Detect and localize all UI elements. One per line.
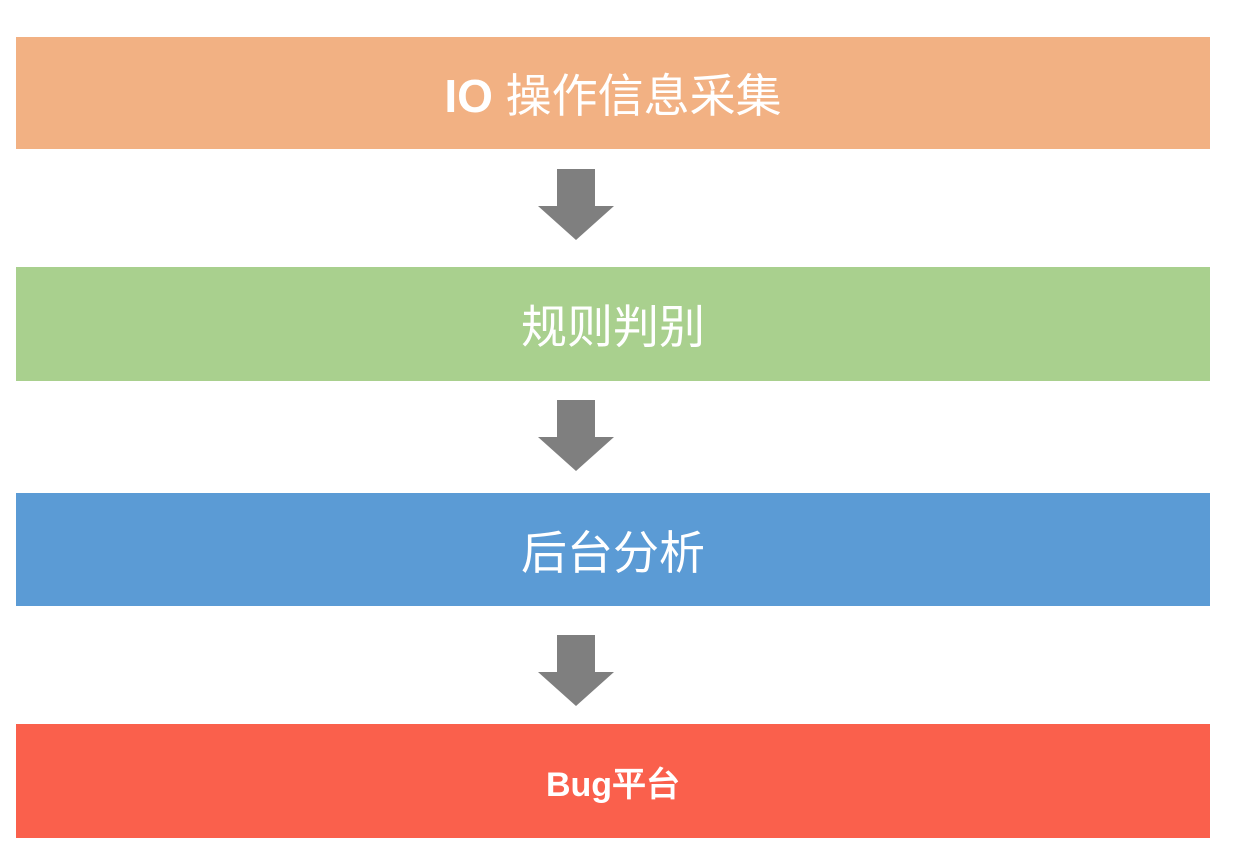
down-arrow-shape: [538, 400, 614, 471]
flow-step-label-prefix: Bug: [545, 765, 613, 804]
flow-step-label-prefix: IO: [444, 70, 506, 122]
down-arrow-shape: [538, 635, 614, 706]
flow-step-label: IO 操作信息采集: [444, 60, 781, 126]
flow-step-label: 后台分析: [521, 517, 705, 583]
flow-step-label-text: 平台: [612, 765, 681, 804]
down-arrow-icon: [538, 169, 614, 240]
flow-step-label-text: 操作信息采集: [505, 69, 782, 123]
down-arrow-icon: [538, 635, 614, 706]
down-arrow-shape: [538, 169, 614, 240]
flow-step-label-text: 后台分析: [521, 525, 705, 580]
down-arrow-icon: [538, 400, 614, 471]
flow-step-label: 规则判别: [521, 291, 705, 357]
flow-step-rule-judgement: 规则判别: [16, 267, 1210, 381]
flow-step-backend-analysis: 后台分析: [16, 493, 1210, 606]
flow-step-label-text: 规则判别: [521, 300, 705, 354]
flow-step-io-collection: IO 操作信息采集: [16, 37, 1210, 149]
